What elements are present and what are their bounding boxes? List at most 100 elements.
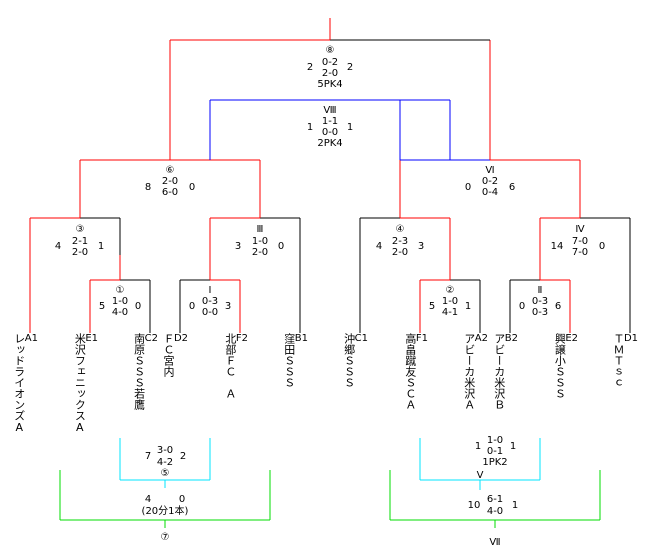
score-line: 0-4 — [482, 187, 498, 198]
total-left: 1 — [307, 122, 313, 133]
team-code: D2 — [173, 333, 188, 344]
team-code: A1 — [24, 333, 38, 344]
total-right: 1 — [510, 441, 516, 452]
team-name: 興譲小ＳＳＳ — [553, 333, 567, 399]
total-left: 2 — [307, 62, 313, 73]
score-line: 7-0 — [572, 236, 588, 247]
team-b2: B2 アビーカ米沢Ｂ — [493, 333, 518, 410]
total-right: 3 — [225, 301, 231, 312]
score-line: 0-0 — [202, 307, 218, 318]
total-right: 1 — [512, 500, 518, 511]
score-line: 0-3 — [202, 296, 218, 307]
match-label: Ⅷ — [323, 105, 336, 116]
team-name: 窪田ＳＳＳ — [282, 333, 296, 388]
match-2-info: ② 1-0 4-1 5 1 — [429, 285, 471, 318]
team-name: ＴＭＴｓｃ — [611, 333, 625, 388]
match-label: ④ — [396, 224, 405, 235]
team-name: ＦＣ宮内 — [161, 333, 175, 377]
team-a2: A2 アビーカ米沢Ａ — [463, 333, 488, 410]
score-line: 4-1 — [442, 307, 458, 318]
score-line: 4-2 — [157, 457, 173, 468]
total-left: 4 — [55, 241, 61, 252]
team-name: アビーカ米沢Ｂ — [492, 333, 506, 410]
total-right: 0 — [179, 494, 185, 505]
match-label: ⑤ — [161, 468, 170, 479]
team-c1: C1 沖郷ＳＳＳ — [343, 333, 368, 388]
team-code: E2 — [565, 333, 578, 344]
score-line: 7-0 — [572, 247, 588, 258]
score-line: 0-2 — [322, 57, 338, 68]
score-line: 1-0 — [112, 296, 128, 307]
score-line: 0-0 — [322, 127, 338, 138]
match-label: ⑧ — [326, 45, 335, 56]
match-V-lines — [419, 438, 541, 490]
match-V-info: 1-0 0-1 1PK2 1 1 Ⅴ — [475, 435, 516, 481]
team-code: C1 — [354, 333, 368, 344]
match-1-info: ① 1-0 4-0 5 0 — [99, 285, 141, 318]
total-right: 0 — [135, 301, 141, 312]
total-right: 3 — [418, 241, 424, 252]
team-code: D1 — [623, 333, 638, 344]
total-right: 0 — [599, 241, 605, 252]
match-label: ② — [446, 285, 455, 296]
match-5-info: 3-0 4-2 7 2 ⑤ — [145, 445, 186, 479]
total-left: 8 — [145, 182, 151, 193]
match-4-lines — [359, 160, 451, 333]
total-left: 1 — [475, 441, 481, 452]
score-line: 2-1 — [72, 236, 88, 247]
team-name: 沖郷ＳＳＳ — [342, 333, 356, 388]
match-1-lines — [89, 255, 151, 333]
team-e2: E2 興譲小ＳＳＳ — [553, 333, 578, 399]
match-6-info: ⑥ 2-0 6-0 8 0 — [145, 165, 195, 198]
match-3-info: ③ 2-1 2-0 4 1 — [55, 224, 104, 258]
score-line: 1-1 — [322, 116, 338, 127]
total-right: 6 — [509, 182, 515, 193]
match-label: Ⅴ — [477, 470, 484, 481]
match-label: Ⅶ — [489, 537, 500, 548]
score-line: 0-2 — [482, 176, 498, 187]
match-IV-info: Ⅳ 7-0 7-0 14 0 — [551, 224, 606, 258]
match-8-lines — [170, 18, 490, 41]
match-III-info: Ⅲ 1-0 2-0 3 0 — [235, 224, 284, 258]
team-name: 北部ＦＣ Ａ — [223, 333, 237, 399]
team-f2: F2 北部ＦＣ Ａ — [224, 333, 248, 399]
team-c2: C2 南原ＳＳＳ若鷹 — [133, 333, 158, 410]
score-line: 0-3 — [532, 307, 548, 318]
match-VIII-lines — [210, 99, 451, 160]
score-line: 0-3 — [532, 296, 548, 307]
score-line: 6-1 — [487, 494, 503, 505]
team-code: F1 — [415, 333, 428, 344]
score-line: 1-0 — [252, 236, 268, 247]
match-3-lines — [29, 160, 121, 333]
team-e1: E1 米沢フェニックスA — [73, 333, 98, 434]
match-VI-info: Ⅵ 0-2 0-4 0 6 — [465, 165, 515, 198]
team-d1: D1 ＴＭＴｓｃ — [612, 333, 638, 388]
score-line: 1-0 — [442, 296, 458, 307]
team-code: B1 — [294, 333, 308, 344]
total-left: 4 — [376, 241, 382, 252]
score-line: 1-0 — [487, 435, 503, 446]
match-5-lines — [119, 438, 211, 488]
total-left: 5 — [429, 301, 435, 312]
match-label: Ⅲ — [257, 224, 264, 235]
score-line: 2-0 — [72, 247, 88, 258]
total-left: 10 — [468, 500, 481, 511]
score-line: 2PK4 — [317, 138, 342, 149]
team-code: F2 — [235, 333, 248, 344]
team-a1: A1 レッドライオンズA — [13, 333, 38, 434]
team-code: C2 — [144, 333, 158, 344]
score-line: 5PK4 — [317, 79, 342, 90]
total-right: 2 — [180, 451, 186, 462]
match-II-lines — [509, 218, 571, 333]
score-line: 2-0 — [162, 176, 178, 187]
match-7-lines — [59, 470, 271, 528]
total-right: 1 — [347, 122, 353, 133]
match-I-info: Ⅰ 0-3 0-0 0 3 — [189, 285, 231, 318]
match-I-lines — [179, 218, 241, 333]
match-label: ① — [116, 285, 125, 296]
match-VIII-info: Ⅷ 1-1 0-0 2PK4 1 1 — [307, 105, 353, 149]
total-left: 5 — [99, 301, 105, 312]
total-left: 4 — [145, 494, 151, 505]
match-label: Ⅵ — [485, 165, 494, 176]
